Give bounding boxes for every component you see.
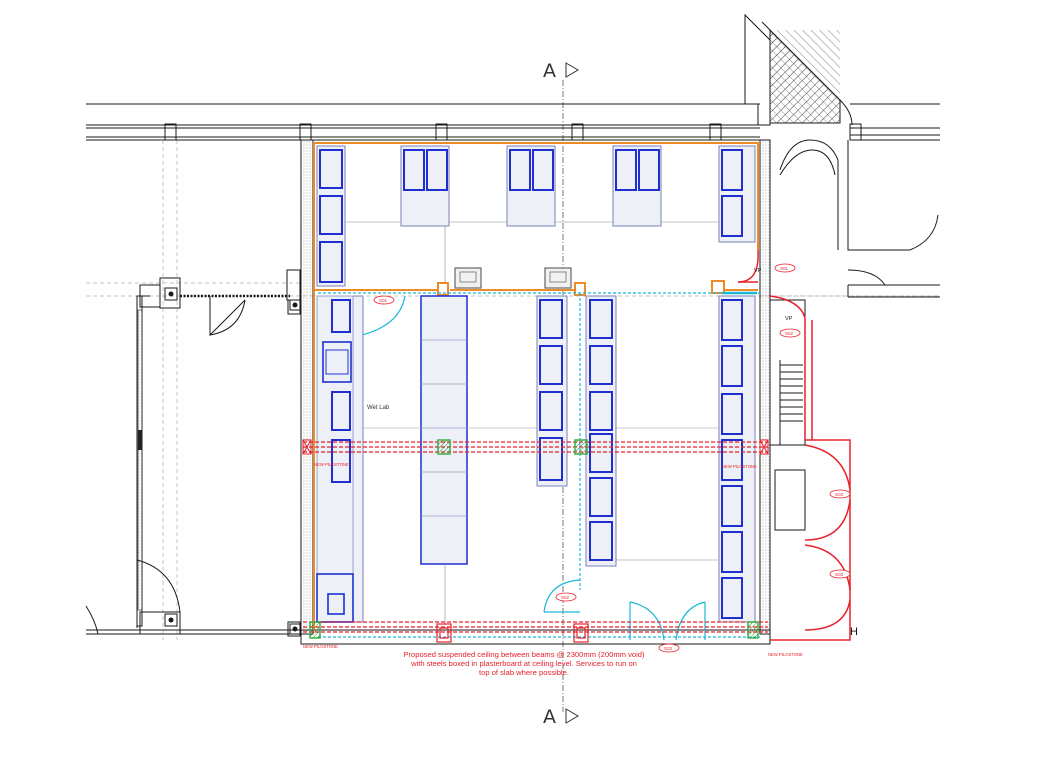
bench-bay (612, 145, 662, 227)
door-tag: G03 (664, 646, 673, 651)
door-tag: G03 (835, 572, 844, 577)
room-label-wet-lab: Wet Lab (367, 405, 390, 411)
structural-column-markers (164, 287, 301, 635)
bench-bay (400, 145, 450, 227)
pilostone-label-right: NEW PILOSTONE (722, 464, 757, 469)
note-line: with steels boxed in plasterboard at cei… (410, 659, 637, 668)
new-partitions (313, 142, 760, 630)
new-steel-beam (303, 441, 768, 633)
pilostone-label-bottom-left: NEW PILOSTONE (303, 644, 338, 649)
left-external-area (85, 269, 301, 637)
section-marker-bottom-label: A (543, 706, 556, 728)
bench-bay (506, 145, 556, 227)
door-tag: G02 (561, 595, 570, 600)
grid-label-h: H (850, 626, 858, 638)
fume-cupboard (454, 267, 482, 289)
bench-centre-right (536, 295, 617, 567)
note-line: top of slab where possible. (479, 668, 569, 677)
new-doors-right (737, 249, 851, 641)
door-tag: G01 (780, 266, 789, 271)
fume-cupboard (544, 267, 572, 289)
existing-walls-top (86, 103, 940, 141)
section-marker-top: A (543, 60, 579, 82)
existing-bay-lattice (744, 13, 853, 126)
vp-label-upper: VP (754, 268, 762, 274)
ceiling-note: Proposed suspended ceiling between beams… (403, 650, 645, 677)
door-tag: G03 (835, 492, 844, 497)
pilostone-label-left: NEW PILOSTONE (314, 462, 349, 467)
vp-label-lower: VP (785, 316, 793, 322)
section-marker-top-label: A (543, 60, 556, 82)
new-columns (309, 439, 759, 639)
note-line: Proposed suspended ceiling between beams… (403, 650, 645, 659)
bench-right-top (718, 145, 756, 243)
chain-column-left (137, 309, 143, 611)
padstones (436, 623, 589, 643)
beam-end-markers (302, 439, 769, 455)
grid-lines (86, 140, 940, 640)
door-tag: G02 (785, 331, 794, 336)
arched-openings (769, 139, 940, 298)
bench-left-top (316, 145, 346, 287)
wet-lab-bench-left: Wet Lab (316, 295, 390, 623)
central-island (420, 295, 468, 625)
section-marker-bottom: A (543, 706, 579, 728)
top-bench-bays (316, 145, 756, 289)
door-tags: G01 G01 G02 G02 G03 G03 G03 (373, 263, 851, 653)
door-tag: G01 (379, 298, 388, 303)
pilostone-label-bottom-right: NEW PILOSTONE (768, 652, 803, 657)
bench-right (616, 295, 756, 623)
